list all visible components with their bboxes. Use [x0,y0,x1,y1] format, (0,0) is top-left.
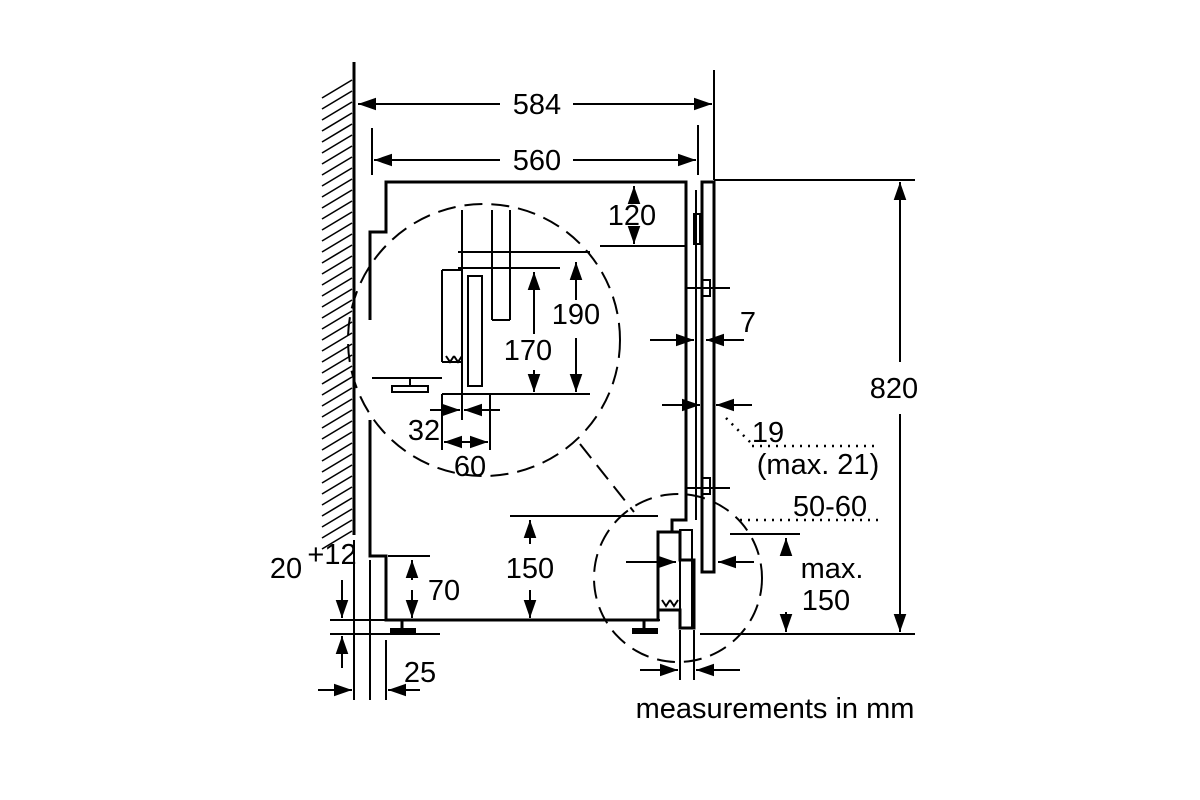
wall-hatch-line [321,376,353,396]
wall-hatch-line [321,453,353,473]
detail-circle-lower [593,493,763,677]
wall-hatch-line [321,90,353,110]
label-50-60: 50-60 [793,491,867,523]
label-25: 25 [404,657,436,689]
label-7: 7 [740,307,756,339]
wall-hatch-line [321,211,353,231]
wall-hatch-line [321,310,353,330]
wall-hatch-line [321,508,353,528]
wall-hatch-line [321,409,353,429]
wall-hatch-line [321,112,353,132]
wall-hatch-line [321,387,353,407]
label-170: 170 [504,335,552,367]
wall-hatch-line [321,332,353,352]
wall-hatch-line [321,475,353,495]
wall-hatch-line [321,255,353,275]
dimension-7: 7 [650,307,756,347]
wall-hatch-line [321,431,353,451]
label-max-21: (max. 21) [757,449,879,481]
label-70: 70 [428,575,460,607]
wall-hatch-line [321,101,353,121]
wall-hatch-line [321,354,353,374]
wall-hatch-line [321,321,353,341]
wall-hatch-line [321,266,353,286]
dimension-820: 820 [870,182,918,632]
wall-hatch-line [321,167,353,187]
feet [330,619,660,635]
wall-hatch-line [321,497,353,517]
dimension-20-plus-12: 20 +12 [270,539,357,668]
wall-hatch-line [321,156,353,176]
label-120: 120 [608,200,656,232]
wall-hatch-line [321,464,353,484]
wall-hatch-line [321,178,353,198]
wall-hatch-line [321,79,353,99]
wall-hatch-line [321,519,353,539]
wall-hatch-line [321,233,353,253]
units-note: measurements in mm [636,693,915,725]
label-60: 60 [454,451,486,483]
label-560: 560 [513,145,561,177]
dimension-max-150: max. 150 [730,533,864,632]
wall [321,62,356,550]
dimension-25: 25 [318,657,436,697]
dimension-50-60: 50-60 [740,491,880,523]
label-584: 584 [513,89,561,121]
label-190: 190 [552,299,600,331]
wall-hatch-line [321,530,353,550]
label-plus-12: +12 [307,539,356,571]
label-32: 32 [408,415,440,447]
width-dimension-560: 560 [374,145,696,177]
dimension-19: 19 (max. 21) [662,398,880,481]
wall-hatch-line [321,189,353,209]
label-20: 20 [270,553,302,585]
label-max: max. [801,553,864,585]
dimension-120: 120 [600,186,686,247]
wall-hatch-line [321,486,353,506]
wall-hatch-line [321,244,353,264]
reference-lines [353,70,915,700]
wall-hatch-line [321,420,353,440]
wall-hatch-line [321,365,353,385]
dimension-70: 70 [388,555,460,618]
label-19: 19 [752,417,784,449]
wall-hatch-line [321,442,353,462]
wall-hatch-line [321,277,353,297]
door-panel [686,180,730,574]
wall-hatch-line [321,343,353,363]
label-150: 150 [506,553,554,585]
dimension-150: 150 [506,515,658,618]
label-820: 820 [870,373,918,405]
wall-hatch-line [321,200,353,220]
wall-hatch-line [321,145,353,165]
wall-hatch-line [321,288,353,308]
wall-hatch-line [321,299,353,319]
width-dimension-584: 584 [358,89,712,121]
label-max-150: 150 [802,585,850,617]
wall-hatch-line [321,398,353,418]
detail-circle-upper: 190 170 32 60 [347,203,635,513]
wall-hatch-line [321,123,353,143]
wall-hatch-line [321,222,353,242]
wall-hatch-line [321,134,353,154]
